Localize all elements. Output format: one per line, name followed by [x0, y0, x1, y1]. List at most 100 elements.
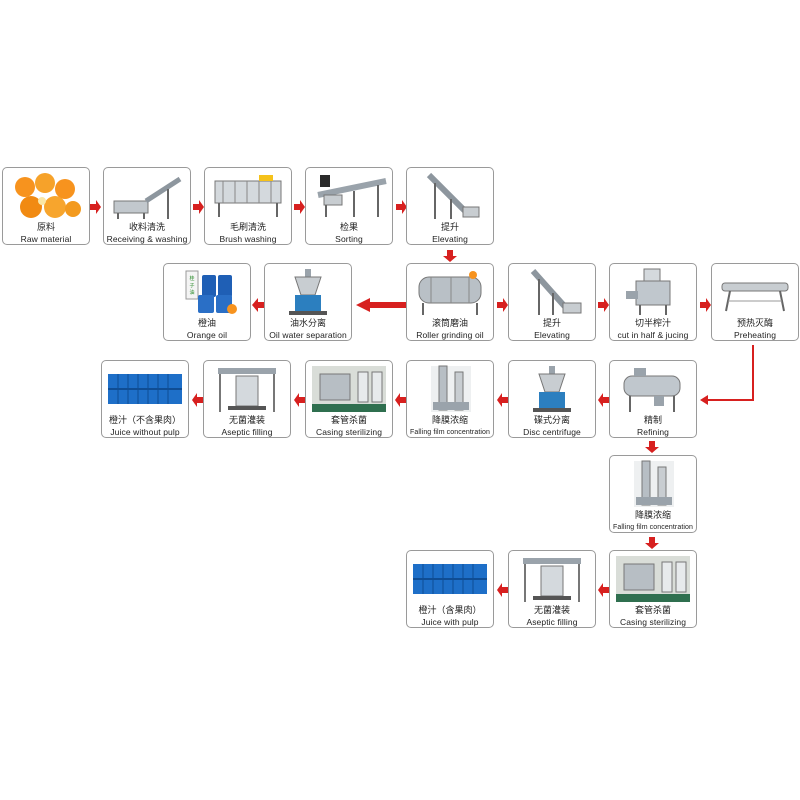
step-disc-centrifuge: 碟式分离 Disc centrifuge	[508, 360, 596, 438]
step-en-label: Receiving & washing	[106, 234, 188, 244]
evaporator-icon	[431, 365, 471, 412]
step-juice-without-pulp: 橙汁（不含果肉） Juice without pulp	[101, 360, 189, 438]
step-zh-label: 提升	[440, 223, 459, 233]
roller-grinder-icon	[418, 271, 482, 315]
step-cut-juicing: 切半榨汁 cut in half & jucing	[609, 263, 697, 341]
step-en-label: Raw material	[20, 234, 72, 244]
step-aseptic-filling-2: 无菌灌装 Aseptic filling	[508, 550, 596, 628]
arrow-refining-to-disc	[598, 393, 609, 407]
elevator-icon	[426, 172, 480, 219]
arrow-receiving-to-brush	[193, 200, 204, 214]
step-en-label: Elevating	[534, 330, 570, 340]
arrow-cut-to-preheat	[700, 298, 711, 312]
aseptic-filler-icon	[218, 368, 276, 412]
step-roller-grinding: 滚筒磨油 Roller grinding oil	[406, 263, 494, 341]
step-zh-label: 预热灭酶	[736, 319, 773, 329]
step-en-label: Casing sterilizing	[619, 617, 687, 627]
blue-drums-icon	[413, 564, 487, 594]
sterilizer-icon	[312, 366, 386, 412]
step-zh-label: 橙油	[197, 319, 216, 329]
step-zh-label: 降膜浓缩	[431, 416, 468, 426]
arrow-elevating-down	[443, 250, 457, 262]
step-casing-sterilizing-2: 套管杀菌 Casing sterilizing	[609, 550, 697, 628]
sorting-conveyor-icon	[317, 175, 387, 217]
step-zh-label: 套管杀菌	[330, 416, 367, 426]
step-casing-sterilizing-1: 套管杀菌 Casing sterilizing	[305, 360, 393, 438]
preheater-icon	[721, 282, 789, 312]
step-zh-label: 橙汁（不含果肉）	[108, 416, 181, 426]
centrifuge-icon	[533, 366, 571, 412]
arrow-raw-to-receiving	[90, 200, 101, 214]
step-en-label: Sorting	[335, 234, 363, 244]
svg-text:子: 子	[189, 282, 194, 289]
step-oil-water-separation: 油水分离 Oil water separation	[264, 263, 352, 341]
step-en-label: Orange oil	[186, 330, 228, 340]
step-zh-label: 油水分离	[289, 319, 326, 329]
step-en-label: Refining	[637, 427, 669, 437]
step-aseptic-filling-1: 无菌灌装 Aseptic filling	[203, 360, 291, 438]
arrow-aseptic2-to-juice2	[497, 583, 508, 597]
aseptic-filler-icon	[523, 558, 581, 602]
oil-drums-icon: 桂 子 油	[185, 270, 237, 314]
step-zh-label: 毛刷清洗	[229, 223, 266, 233]
step-zh-label: 精制	[643, 416, 662, 426]
step-receiving-washing: 收料清洗 Receiving & washing	[103, 167, 191, 245]
step-zh-label: 无菌灌装	[533, 606, 570, 616]
step-en-label: Roller grinding oil	[416, 330, 484, 340]
step-en-label: Brush washing	[219, 234, 277, 244]
step-zh-label: 碟式分离	[533, 416, 570, 426]
juicer-icon	[626, 268, 671, 315]
step-en-label: Juice with pulp	[421, 617, 479, 627]
refiner-icon	[623, 368, 681, 412]
arrow-film-to-casing	[395, 393, 406, 407]
step-brush-washing: 毛刷清洗 Brush washing	[204, 167, 292, 245]
arrow-casing-to-aseptic	[294, 393, 305, 407]
step-zh-label: 原料	[36, 223, 55, 233]
step-en-label: Casing sterilizing	[315, 427, 383, 437]
arrow-oilsep-to-oil	[252, 298, 264, 312]
washing-conveyor-icon	[113, 176, 182, 219]
svg-text:桂: 桂	[189, 275, 194, 282]
step-en-label: Oil water separation	[269, 330, 347, 340]
step-en-label: Elevating	[432, 234, 468, 244]
elevator-icon	[530, 268, 582, 315]
step-zh-label: 滚筒磨油	[431, 319, 468, 329]
step-sorting: 检果 Sorting	[305, 167, 393, 245]
arrow-disc-to-film	[497, 393, 508, 407]
arrow-refining-down	[645, 441, 659, 453]
step-zh-label: 橙汁（含果肉）	[418, 606, 482, 616]
step-elevating-1: 提升 Elevating	[406, 167, 494, 245]
arrow-grinding-to-oilsep	[356, 298, 406, 312]
sterilizer-icon	[616, 556, 690, 602]
arrow-film2-down	[645, 537, 659, 549]
separator-icon	[289, 269, 327, 315]
arrow-casing2-to-aseptic2	[598, 583, 609, 597]
step-zh-label: 检果	[339, 223, 358, 233]
blue-drums-icon	[108, 374, 182, 404]
brush-washer-icon	[214, 175, 282, 217]
step-en-label: cut in half & jucing	[617, 330, 689, 340]
step-juice-with-pulp: 橙汁（含果肉） Juice with pulp	[406, 550, 494, 628]
oranges-icon	[15, 173, 81, 218]
step-en-label: Falling film concentration	[409, 429, 491, 436]
step-zh-label: 提升	[542, 319, 561, 329]
step-en-label: Disc centrifuge	[523, 427, 581, 437]
step-preheating: 预热灭酶 Preheating	[711, 263, 799, 341]
step-en-label: Aseptic filling	[526, 617, 578, 627]
svg-text:油: 油	[189, 289, 194, 296]
step-elevating-2: 提升 Elevating	[508, 263, 596, 341]
step-zh-label: 套管杀菌	[634, 606, 671, 616]
arrow-elevating-to-cut	[598, 298, 609, 312]
step-en-label: Falling film concentration	[612, 524, 694, 531]
step-orange-oil: 桂 子 油 橙油 Orange oil	[163, 263, 251, 341]
step-zh-label: 降膜浓缩	[634, 511, 671, 521]
evaporator-icon	[634, 460, 674, 507]
step-raw-material: 原料 Raw material	[2, 167, 90, 245]
step-falling-film-1: 降膜浓缩 Falling film concentration	[406, 360, 494, 438]
step-en-label: Aseptic filling	[221, 427, 273, 437]
arrow-sorting-to-elevating	[396, 200, 407, 214]
step-zh-label: 无菌灌装	[228, 416, 265, 426]
arrow-brush-to-sorting	[294, 200, 305, 214]
arrow-aseptic-to-juice	[192, 393, 203, 407]
